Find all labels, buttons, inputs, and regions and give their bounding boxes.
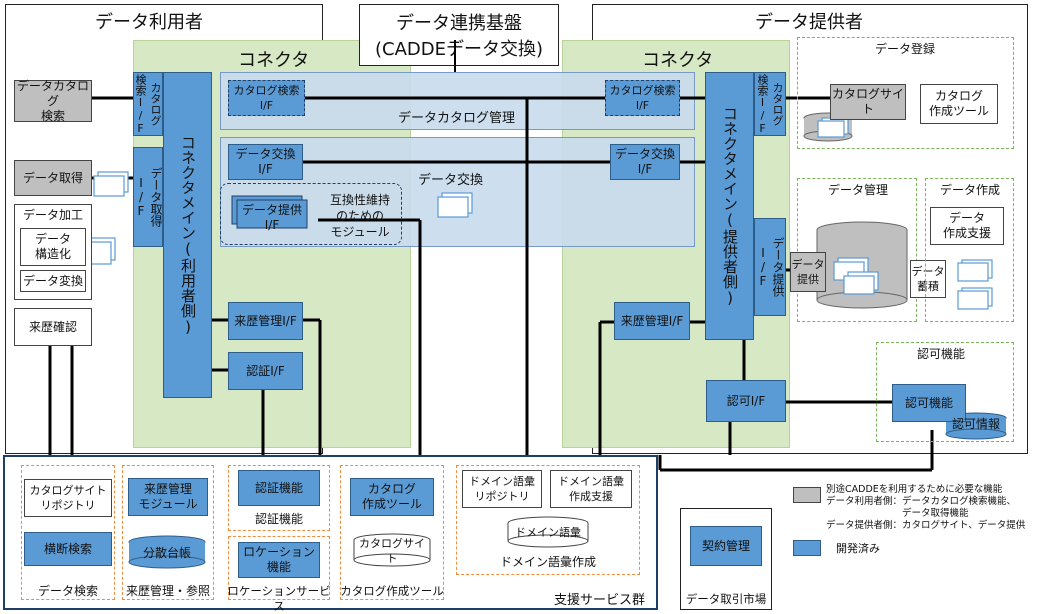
history-if-right[interactable]: 来歴管理I/F [614, 302, 690, 340]
location-label: ロケーションサービス [227, 584, 331, 613]
data-provide-if-right[interactable]: データ提供I/F [754, 218, 786, 316]
data-store-box[interactable]: データ 蓄積 [910, 260, 946, 298]
data-exchange-if-left[interactable]: データ交換 I/F [228, 144, 303, 180]
legend-blue-swatch [793, 540, 821, 556]
history-if-left[interactable]: 来歴管理I/F [228, 302, 303, 340]
connector-main-user[interactable]: コネクタメイン(利用者側) [163, 72, 212, 398]
catalog-search-if-left-inner[interactable]: カタログ検索 I/F [228, 80, 305, 116]
data-create-frame [925, 178, 1014, 322]
domain-vocab-group [456, 465, 640, 575]
auth-group [228, 465, 330, 531]
data-market-frame [680, 508, 772, 610]
history-module-box[interactable]: 来歴管理 モジュール [128, 478, 208, 516]
contract-manage-box[interactable]: 契約管理 [690, 526, 762, 566]
auth-label: 認証機能 [254, 512, 303, 526]
data-exchange-label: データ交換 [418, 173, 484, 188]
data-provide-box[interactable]: データ 提供 [790, 252, 826, 292]
domain-vocab-support-box[interactable]: ドメイン語彙 作成支援 [550, 470, 632, 508]
domain-vocab-label: ドメイン語彙 [515, 525, 581, 539]
connector-left-title: コネクタ [238, 50, 310, 71]
domain-vocab-repo-box[interactable]: ドメイン語彙 リポジトリ [462, 470, 542, 508]
catalog-tool-box[interactable]: カタログ 作成ツール [920, 84, 998, 124]
legend-gray-text: 別途CADDEを利用するために必要な機能 データ利用者側：データカタログ検索機能… [826, 484, 1026, 531]
connector-right-title: コネクタ [642, 50, 714, 71]
auth-func-box[interactable]: 認証機能 [238, 470, 320, 506]
connector-main-provider[interactable]: コネクタメイン(提供者側) [705, 72, 754, 340]
auth-if-left[interactable]: 認証I/F [228, 352, 303, 390]
history-check-box[interactable]: 来歴確認 [14, 308, 92, 346]
data-create-title: データ作成 [940, 183, 1001, 197]
domain-vocab-create-label: ドメイン語彙作成 [499, 555, 596, 569]
location-func-box[interactable]: ロケーション 機能 [238, 542, 320, 578]
platform-title-2: (CADDEデータ交換) [374, 39, 544, 60]
data-convert-box[interactable]: データ変換 [20, 270, 86, 292]
data-register-title: データ登録 [875, 42, 936, 56]
data-get-box[interactable]: データ取得 [14, 160, 92, 196]
data-search-label: データ検索 [37, 584, 98, 598]
data-register-frame [797, 37, 1014, 149]
history-group [122, 465, 214, 600]
data-get-if-left[interactable]: データ取得I/F [133, 147, 163, 247]
compat-module-frame [220, 183, 402, 245]
catalog-search-if-left[interactable]: カタログ 検索I/F [133, 72, 163, 136]
cross-search-box[interactable]: 横断検索 [24, 532, 112, 566]
approval-func-title: 認可機能 [917, 347, 966, 361]
data-manage-title: データ管理 [828, 183, 889, 197]
catalog-search-if-right-inner[interactable]: カタログ 検索I/F [754, 72, 786, 136]
catalog-tool-label: カタログ作成ツール [340, 584, 444, 598]
data-process-label: データ加工 [22, 208, 83, 222]
approval-info-label: 認可情報 [951, 416, 1000, 431]
provider-title: データ提供者 [755, 12, 863, 33]
compat-module-label: 互換性維持 のための モジュール [329, 193, 390, 239]
data-search-group [21, 465, 115, 600]
catalog-manage-label: データカタログ管理 [398, 111, 516, 126]
catalog-site-box[interactable]: カタログサイト [830, 84, 906, 120]
location-group [228, 536, 330, 600]
catalog-tool-support-box[interactable]: カタログ 作成ツール [350, 478, 434, 516]
legend-blue-text: 開発済み [836, 542, 880, 555]
data-provide-if-left[interactable]: データ提供 I/F [241, 203, 302, 232]
history-label: 来歴管理・参照 [125, 584, 210, 598]
document-icons [80, 117, 993, 310]
platform-title-box: データ連携基盤 (CADDEデータ交換) [359, 4, 559, 66]
data-exchange-if-right[interactable]: データ交換 I/F [610, 144, 680, 180]
approval-func-frame [876, 342, 1014, 442]
approval-if[interactable]: 認可I/F [706, 380, 786, 422]
user-title: データ利用者 [95, 12, 203, 33]
data-manage-frame [797, 178, 917, 322]
platform-title-1: データ連携基盤 [396, 13, 522, 34]
ledger-label: 分散台帳 [142, 545, 191, 560]
support-services-title: 支援サービス群 [554, 593, 646, 608]
data-catalog-search-box[interactable]: データカタログ 検索 [14, 79, 92, 123]
data-create-support-box[interactable]: データ 作成支援 [930, 207, 1004, 245]
approval-func-box[interactable]: 認可機能 [892, 384, 966, 422]
catalog-site-repository[interactable]: カタログサイト リポジトリ [24, 479, 112, 517]
catalog-search-if-right[interactable]: カタログ検索 I/F [605, 80, 680, 116]
data-market-label: データ取引市場 [685, 592, 767, 606]
catalog-site-support-label: カタログサイト [359, 537, 425, 565]
data-structure-box[interactable]: データ 構造化 [20, 228, 86, 266]
legend-gray-swatch [793, 487, 821, 503]
catalog-tool-group [340, 465, 444, 600]
support-services-frame [3, 455, 658, 610]
